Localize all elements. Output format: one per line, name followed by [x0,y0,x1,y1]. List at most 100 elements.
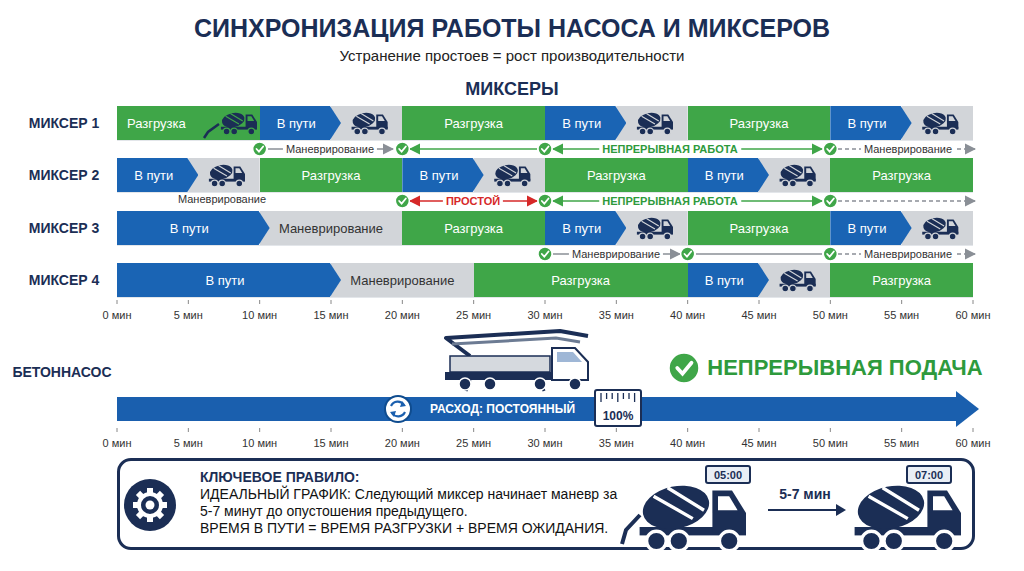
unloading-truck-icon-part [223,128,230,135]
check-circle-part [542,147,549,152]
annotation: Маневрирование [569,248,663,260]
axis-label: 35 мин [599,437,634,449]
mixer-truck-illustration-part [712,491,746,533]
mixer-truck-icon-part [521,180,528,187]
axis-label: 55 мин [884,437,919,449]
unload-segment: Разгрузка [688,211,831,245]
mixer-truck-illustration [854,480,961,551]
check-circle-part [681,247,695,261]
mixer-truck-icon-part [782,180,789,187]
mixer-truck-icon-part [664,116,671,121]
mixer-truck-icon-part [378,116,385,121]
gear-icon-part [136,491,145,500]
mixer-truck-icon-part [790,180,797,187]
truck-cell [759,263,830,297]
axis-tick [545,428,546,432]
mixer-truck-illustration-part [934,531,954,551]
mixer-truck-illustration-part [933,496,953,510]
unloading-truck-icon-part [231,128,238,135]
node-label: Разгрузка [127,116,186,131]
axis-tick [331,428,332,432]
rule-text: ИДЕАЛЬНЫЙ ГРАФИК: Следующий миксер начин… [200,486,620,520]
node-label: В пути [847,221,886,236]
axis-label: 50 мин [813,437,848,449]
chute [622,515,640,544]
mixer-truck-icon-part [804,271,815,285]
node-label: 100% [603,409,634,423]
truck-cell [331,106,402,140]
unload-segment: Разгрузка [402,106,545,140]
concrete-pump-truck-part [534,378,546,390]
row-label: БЕТОННАСОС [12,364,111,380]
axis-label: 35 мин [599,309,634,321]
node-label: Разгрузка [444,116,503,131]
axis-tick [830,300,831,304]
mixer-truck-icon-part [637,216,662,235]
maneuver-segment: Маневрирование [260,211,403,245]
mixer-truck-icon [922,216,958,240]
mixer-truck-icon-part [376,114,387,128]
mixer-truck-icon-part [922,111,947,130]
check-circle [823,247,837,261]
mixer-truck-icon-part [784,270,801,280]
transit-segment: В пути [402,158,483,192]
node-label: В пути [847,116,886,131]
mixer-truck-illustration-part [927,491,961,533]
section-header: МИКСЕРЫ [465,79,558,100]
node-label: РАСХОД: ПОСТОЯННЫЙ [430,402,575,416]
axis-label: 45 мин [741,309,776,321]
row-label: МИКСЕР 3 [29,220,100,236]
transit-segment: В пути [260,106,341,140]
unload-segment: Разгрузка [402,211,545,245]
status-label: НЕПРЕРЫВНАЯ ПОДАЧА [707,355,982,381]
mixer-truck-icon-part [662,114,673,128]
node-label: В пути [277,116,316,131]
rule-text: ВРЕМЯ В ПУТИ = ВРЕМЯ РАЗГРУЗКИ + ВРЕМЯ О… [200,520,620,537]
mixer-truck-icon-part [209,163,234,182]
node-label: Разгрузка [302,168,361,183]
axis-label: 15 мин [313,309,348,321]
node-label: Разгрузка [730,116,789,131]
gear-icon-part [147,515,153,522]
cycle-icon-part [385,396,411,422]
check-circle-part [542,199,549,204]
subtitle: Устранение простоев = рост производитель… [340,47,685,64]
pump-flow-band: РАСХОД: ПОСТОЯННЫЙ [117,397,958,421]
cycle-icon-part [391,402,404,406]
transit-segment: В пути [117,158,198,192]
mixer-truck-icon-part [947,219,958,233]
gear-icon [124,479,176,531]
node-label: В пути [562,116,601,131]
unload-segment: Разгрузка [474,263,688,297]
mixer-truck-icon-part [642,218,659,228]
axis-tick [830,428,831,432]
mixer-truck-icon-part [639,233,646,240]
mixer-truck-icon [351,111,387,135]
mixer-truck-icon-part [782,285,789,292]
unloading-truck-icon-part [246,114,257,128]
concrete-pump-truck-part [557,352,582,362]
axis-tick [687,300,688,304]
axis-tick [759,428,760,432]
node-label: В пути [705,273,744,288]
gear-icon-part [124,479,176,531]
unload-segment: Разгрузка [117,106,260,140]
concrete-pump-truck-part [459,378,471,390]
axis-tick [616,300,617,304]
flow-arrow-head [956,391,979,427]
truck-cell [759,158,830,192]
unloading-truck-icon-part [221,127,257,130]
mixer-truck-icon-part [647,233,654,240]
mixer-truck-icon-part [499,165,516,175]
axis-tick [473,428,474,432]
check-circle-part [669,353,699,383]
axis-label: 55 мин [884,309,919,321]
mixer-truck-icon [637,216,673,240]
check-circle-part [253,142,267,156]
timer-display: 07:00 [906,465,952,484]
mixer-truck-icon-part [922,216,947,235]
check-circle-part [827,147,834,152]
gauge-tick [617,393,618,402]
node-label: Разгрузка [587,168,646,183]
check-circle-part [827,252,834,257]
